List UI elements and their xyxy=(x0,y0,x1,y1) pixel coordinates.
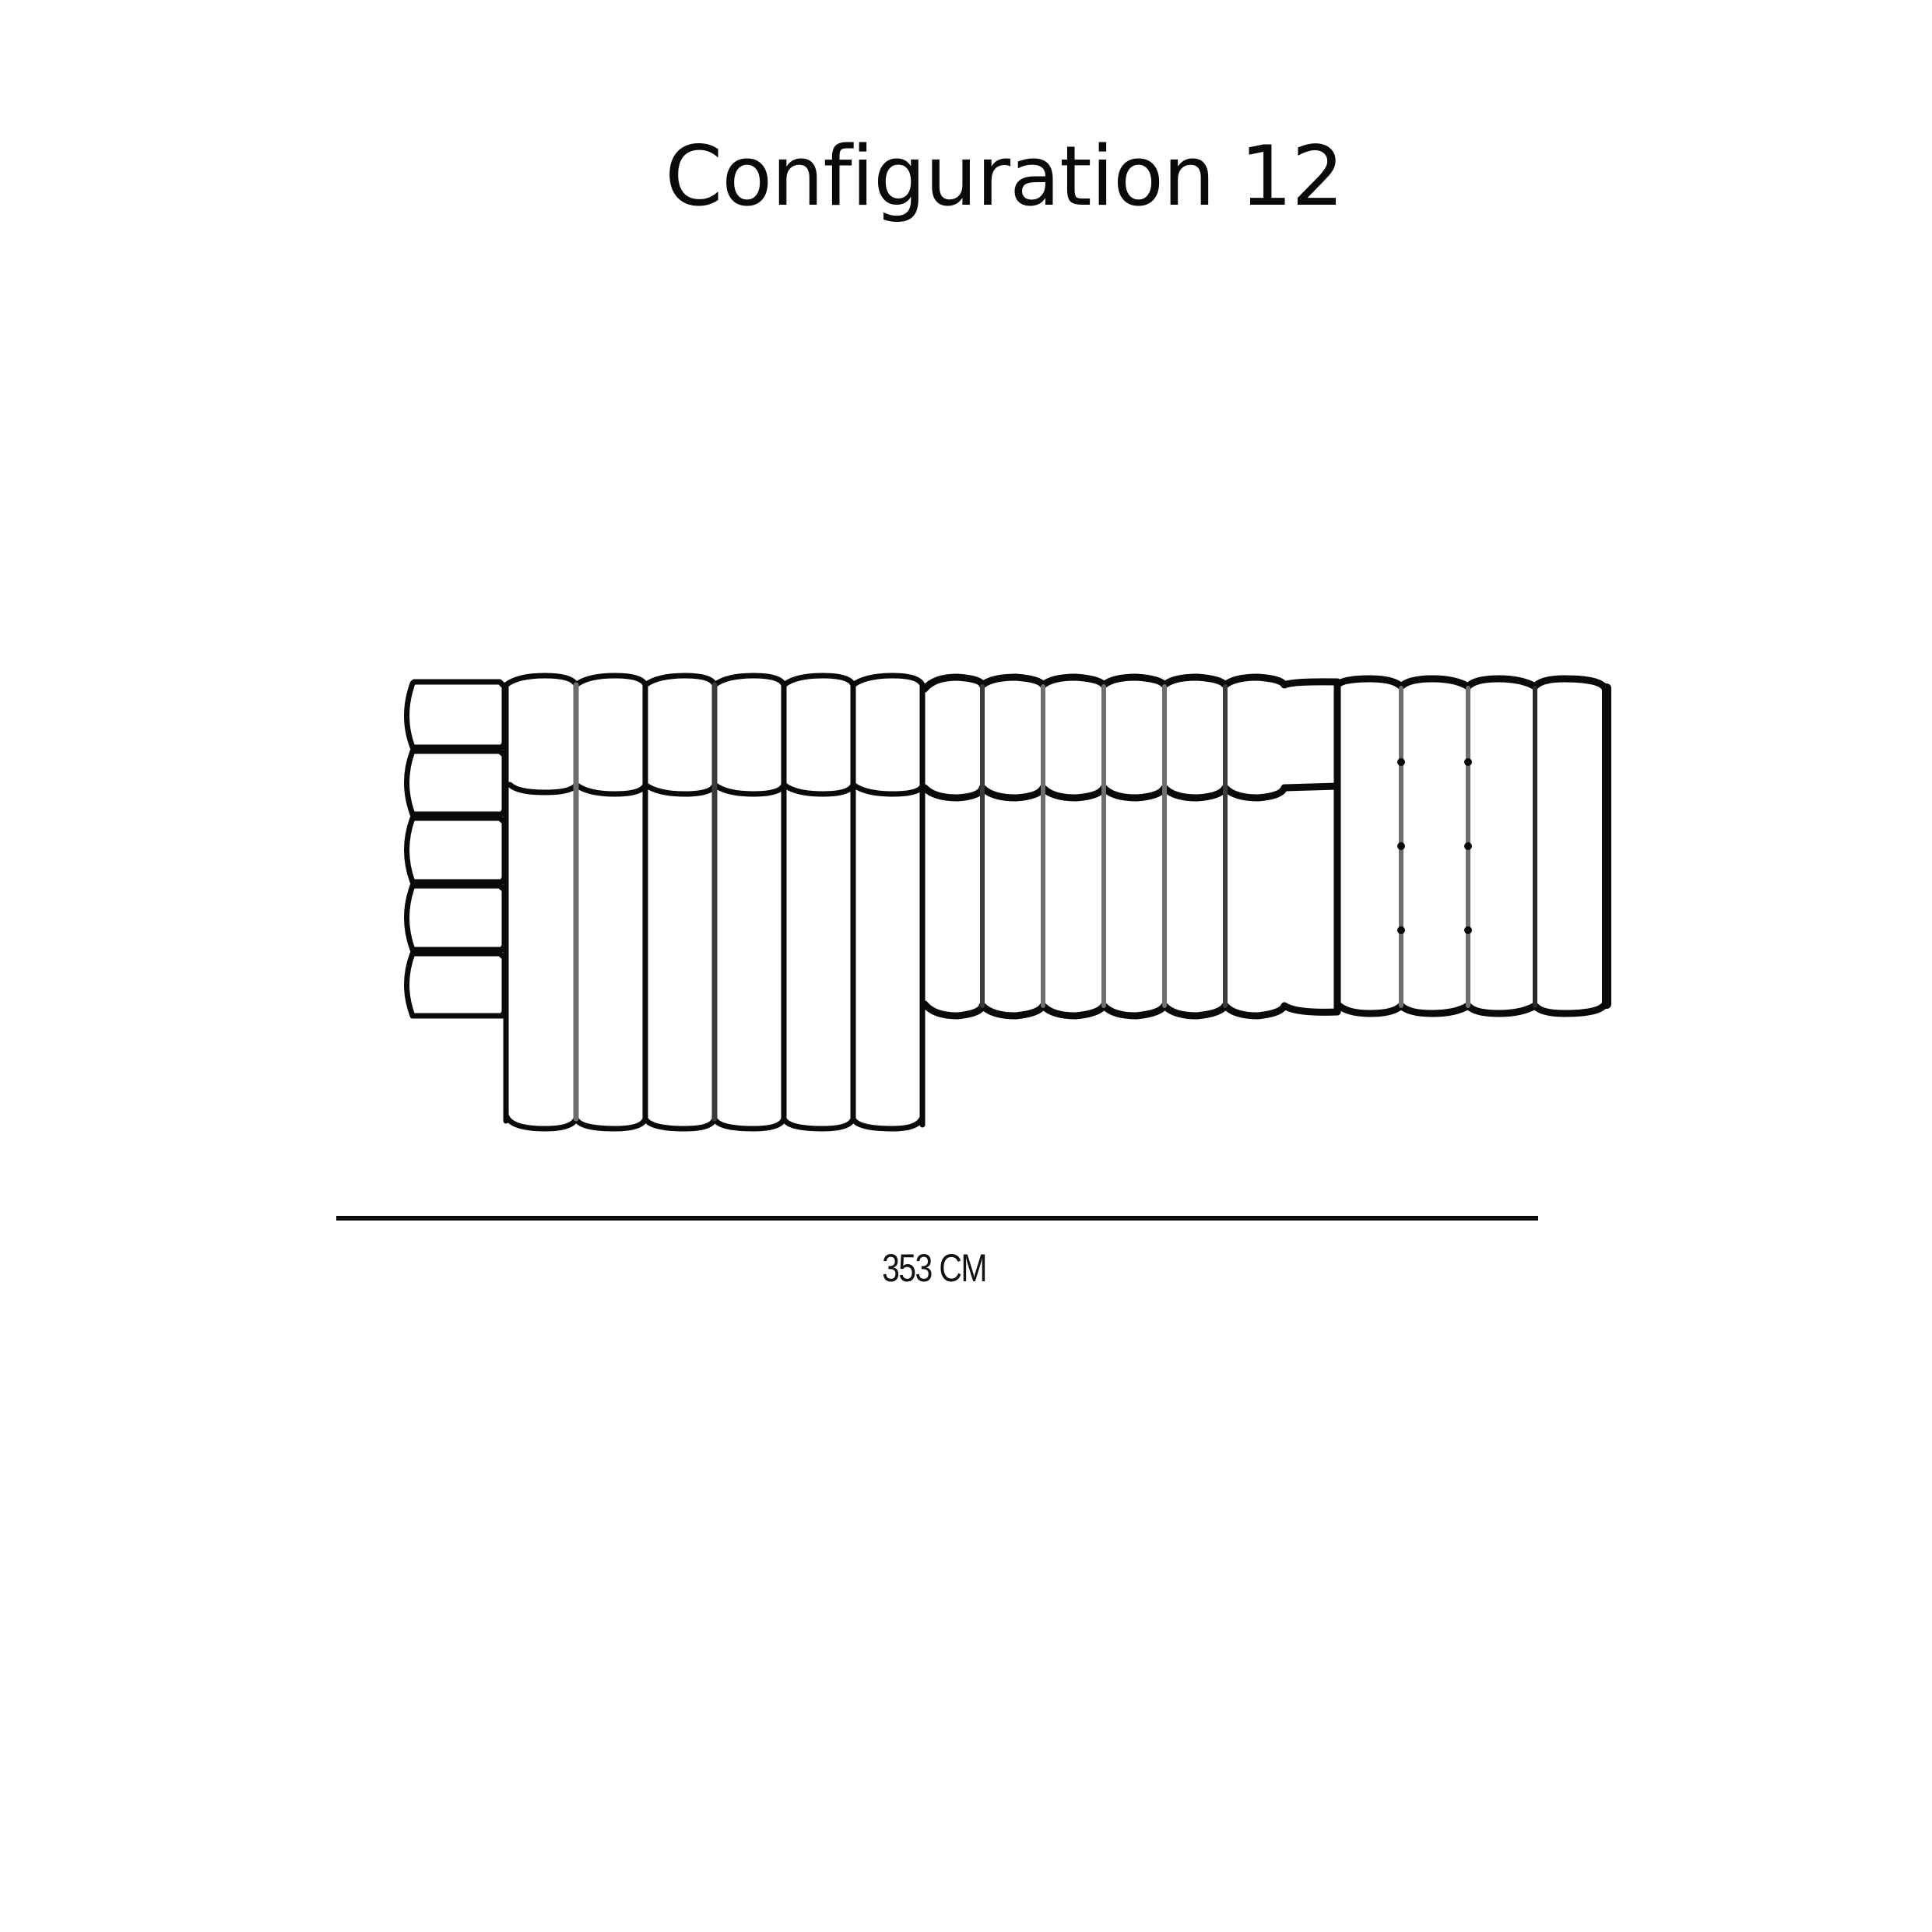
left-arm-section xyxy=(404,679,508,1019)
diagram-title: Configuration 12 xyxy=(665,128,1344,224)
middle-section xyxy=(921,673,1341,1020)
connector-dots xyxy=(1397,758,1472,934)
right-section xyxy=(1333,675,1611,1017)
dimension-label: 353 CM xyxy=(882,1246,987,1290)
chaise-section xyxy=(503,673,926,1132)
